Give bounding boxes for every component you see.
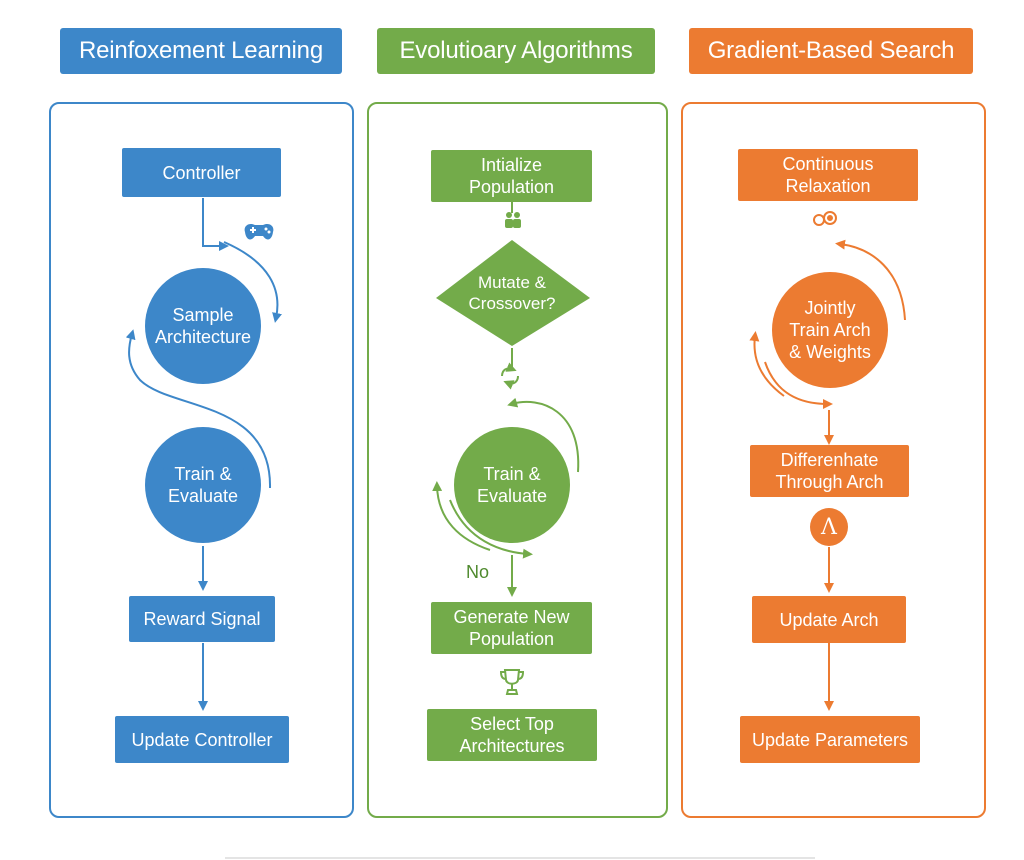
continuous-relaxation-box: Continuous Relaxation: [738, 149, 918, 201]
evo-header: Evolutioary Algorithms: [377, 28, 655, 74]
initialize-population-box: Intialize Population: [431, 150, 592, 202]
evo-decision-diamond: [436, 240, 590, 346]
rl-train-evaluate-node: Train & Evaluate: [145, 427, 261, 543]
gamepad-icon: [244, 223, 274, 240]
rl-arrows: [125, 198, 282, 711]
mutate-crossover-label: Mutate & Crossover?: [468, 273, 556, 313]
update-arch-box: Update Arch: [752, 596, 906, 643]
grad-header: Gradient-Based Search: [689, 28, 973, 74]
trophy-icon: [499, 669, 525, 695]
differentiate-through-arch-box: Differenhate Through Arch: [750, 445, 909, 497]
generate-new-population-box: Generate New Population: [431, 602, 592, 654]
select-top-architectures-box: Select Top Architectures: [427, 709, 597, 761]
grad-arrows: [749, 239, 906, 711]
lambda-symbol: Λ: [821, 514, 837, 540]
rl-panel: [49, 102, 354, 818]
no-branch-label: No: [466, 562, 490, 582]
joint-train-node: Jointly Train Arch & Weights: [772, 272, 888, 388]
evo-arrows: [432, 202, 580, 597]
bottom-divider: [225, 857, 815, 859]
reward-signal-box: Reward Signal: [129, 596, 275, 642]
evo-train-evaluate-node: Train & Evaluate: [454, 427, 570, 543]
sample-architecture-node: Sample Architecture: [145, 268, 261, 384]
people-icon: [505, 212, 521, 228]
rl-header: Reinfoxement Learning: [60, 28, 342, 74]
update-parameters-box: Update Parameters: [740, 716, 920, 763]
gear-icon: [813, 211, 837, 226]
evo-panel: [367, 102, 668, 818]
grad-panel: [681, 102, 986, 818]
cycle-icon: [501, 362, 519, 390]
update-controller-box: Update Controller: [115, 716, 289, 763]
lambda-circle: [810, 508, 848, 546]
controller-box: Controller: [122, 148, 281, 197]
